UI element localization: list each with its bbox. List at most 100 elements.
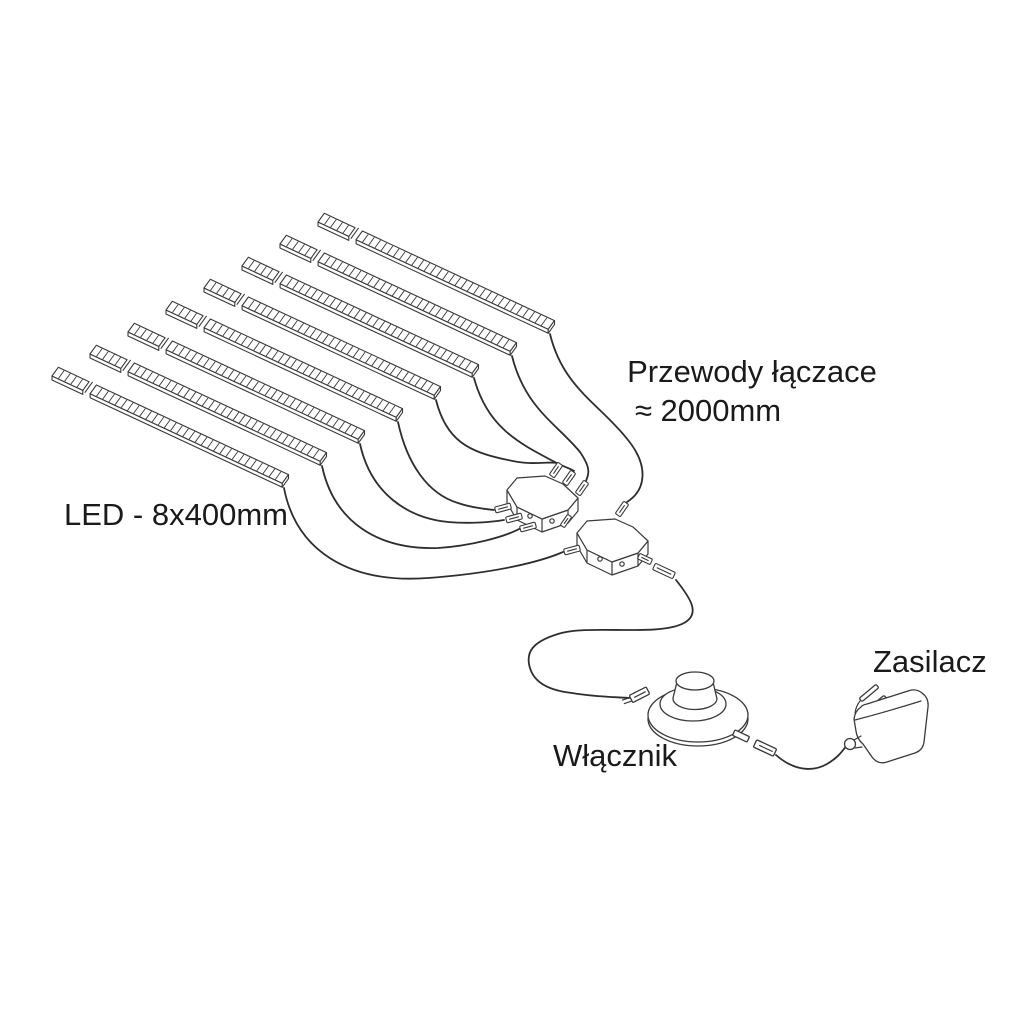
- prong-pin: [859, 684, 879, 702]
- strip-led-segments: [172, 344, 358, 436]
- power-adapter: [843, 684, 929, 764]
- strip-led-segments: [248, 260, 273, 278]
- plug-seam: [641, 556, 649, 562]
- strip-led-segments: [362, 234, 548, 326]
- strip-face: [89, 344, 128, 369]
- strip-led-segments: [286, 278, 472, 370]
- strip-led-segments: [96, 388, 282, 480]
- plug-seam: [567, 548, 577, 552]
- strip-face: [165, 300, 204, 325]
- strip-face: [51, 366, 90, 391]
- strip-cut-mark: [160, 337, 170, 350]
- strip-led-segments: [324, 216, 349, 234]
- strip-end-cap: [433, 386, 442, 400]
- plug-seam: [563, 517, 569, 525]
- adapter-stub-edge: [853, 735, 863, 749]
- distributor-box: [576, 518, 649, 576]
- adapter-wire: [775, 744, 848, 770]
- strip-face: [279, 234, 318, 259]
- connecting-wire: [359, 443, 505, 524]
- connecting-wire: [397, 421, 495, 511]
- led-strip: [317, 212, 556, 334]
- box-screw: [527, 513, 533, 519]
- plug-connector: [562, 470, 576, 486]
- label-connecting-wires-line1: Przewody łączace: [627, 354, 877, 389]
- plug-connector: [563, 544, 581, 556]
- connecting-wire: [435, 399, 558, 464]
- switch-supply-wire: [527, 579, 694, 699]
- plug-connector: [549, 462, 563, 478]
- label-connecting-wires-line2: ≈ 2000mm: [635, 393, 781, 428]
- led-strip: [89, 344, 328, 466]
- plug-connector: [575, 480, 589, 496]
- box-screw: [597, 556, 603, 562]
- connecting-wire: [321, 465, 522, 549]
- led-strip: [51, 366, 290, 488]
- label-power-supply: Zasilacz: [873, 644, 987, 679]
- switch-input-plug: [621, 686, 650, 705]
- strip-cut-mark: [122, 359, 132, 372]
- switch-button-top: [675, 671, 715, 691]
- plug-seam: [578, 483, 586, 493]
- adapter-cable-stub: [843, 737, 857, 751]
- connecting-wire: [283, 487, 564, 580]
- adapter-body: [853, 689, 929, 764]
- strip-face: [317, 212, 356, 237]
- led-strip: [127, 322, 366, 444]
- strip-end-cap: [547, 320, 556, 334]
- strip-cut-mark: [84, 381, 94, 394]
- connecting-wire: [549, 333, 644, 503]
- plug-connector: [505, 512, 523, 524]
- strip-led-segments: [172, 304, 197, 322]
- stub-housing: [732, 729, 750, 743]
- strip-led-segments: [210, 282, 235, 300]
- strip-cut-mark: [236, 293, 246, 306]
- adapter-prong: [859, 684, 879, 702]
- led-strip: [165, 300, 404, 422]
- switch-output-plug: [753, 739, 777, 757]
- strip-led-segments: [286, 238, 311, 256]
- strip-led-segments: [58, 370, 83, 388]
- strip-end-cap: [471, 364, 480, 378]
- strip-cut-mark: [350, 227, 360, 240]
- strip-face: [241, 256, 280, 281]
- plug-seam: [565, 473, 573, 483]
- plug-prongs: [621, 697, 632, 705]
- connecting-wires-group: [283, 333, 848, 770]
- plug-connector: [615, 501, 629, 517]
- adapter-corner-edge: [854, 700, 861, 714]
- plug-connector: [560, 514, 572, 528]
- connecting-wire: [473, 377, 575, 472]
- strip-led-segments: [134, 326, 159, 344]
- plug-seam: [758, 744, 773, 752]
- strip-cut-mark: [198, 315, 208, 328]
- plug-seam: [656, 567, 672, 575]
- strip-end-cap: [509, 342, 518, 356]
- strip-cut-mark: [274, 271, 284, 284]
- box-screw: [549, 518, 555, 524]
- strip-led-segments: [134, 366, 320, 458]
- label-led-strips: LED - 8x400mm: [64, 497, 288, 532]
- plug-seam: [633, 691, 646, 698]
- plug-connector: [494, 502, 512, 514]
- box-top: [576, 518, 649, 563]
- plug-connector: [637, 553, 653, 565]
- led-strip: [279, 234, 518, 356]
- distributor-box: [506, 475, 579, 533]
- switch-output-stub: [732, 729, 750, 743]
- strip-led-segments: [248, 300, 434, 392]
- plug-seam: [618, 504, 626, 514]
- led-strips-group: [51, 212, 556, 488]
- plug-seam: [523, 525, 533, 529]
- strip-end-cap: [395, 408, 404, 422]
- connecting-wire: [511, 355, 590, 482]
- label-foot-switch: Włącznik: [553, 738, 678, 773]
- plug-seam: [509, 516, 519, 520]
- led-strip: [241, 256, 480, 378]
- led-strip: [203, 278, 442, 400]
- strip-end-cap: [357, 430, 366, 444]
- strip-led-segments: [210, 322, 396, 414]
- plug-seam: [552, 465, 560, 475]
